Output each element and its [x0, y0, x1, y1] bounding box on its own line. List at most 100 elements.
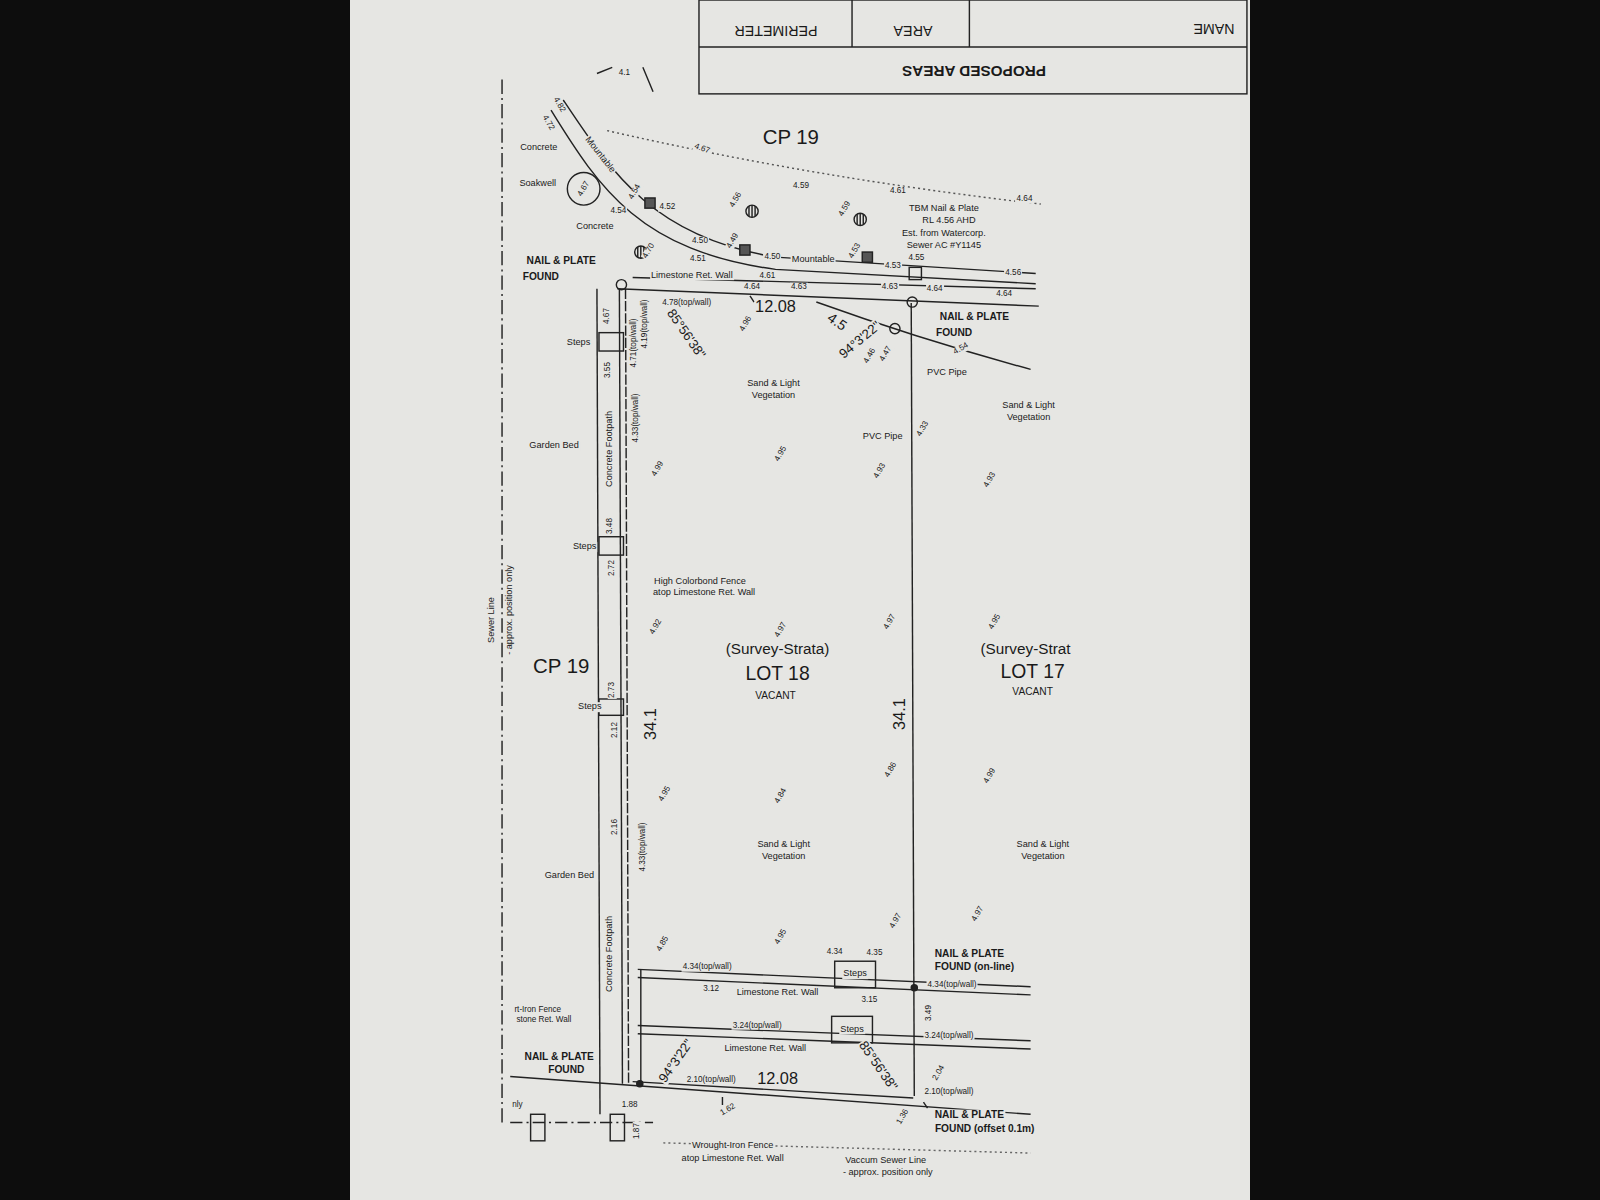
plan-label: 12.08	[754, 299, 797, 316]
plan-label: 4.64	[743, 282, 761, 291]
plan-label: 4.33(top/wall)	[639, 821, 648, 872]
plan-label: Sand & Light	[1016, 840, 1071, 850]
plan-label: 4.34	[826, 948, 844, 957]
plan-label: CP 19	[532, 657, 590, 678]
plan-label: 34.1	[642, 708, 659, 742]
plan-label: 4.64	[1016, 195, 1034, 204]
plan-label: 3.49	[924, 1004, 933, 1022]
plan-label: 4.61	[758, 271, 776, 280]
plan-label: 3.24(top/wall)	[923, 1031, 974, 1040]
plan-label: nly	[511, 1101, 523, 1110]
plan-label: 4.63	[881, 282, 899, 291]
plan-label: 4.63	[790, 282, 808, 291]
plan-label: AREA	[893, 23, 934, 38]
plan-label: FOUND	[522, 271, 560, 282]
plan-label: 3.55	[604, 361, 613, 379]
plan-label: FOUND (offset 0.1m)	[934, 1123, 1036, 1134]
plan-label: FOUND	[935, 327, 973, 338]
plan-label: 4.61	[889, 187, 907, 196]
plan-label: NAIL & PLATE	[934, 949, 1005, 960]
plan-label: (Survey-Strat	[979, 641, 1071, 657]
plan-label: 4.19(top/wall)	[641, 299, 650, 350]
plan-label: stone Ret. Wall	[515, 1016, 572, 1025]
plan-label: FOUND (on-line)	[934, 962, 1015, 973]
plan-label: 2.10(top/wall)	[686, 1075, 737, 1084]
plan-label: NAIL & PLATE	[939, 312, 1010, 323]
plan-label: 4.51	[689, 255, 707, 264]
plan-label: Vegetation	[1020, 852, 1065, 862]
plan-label: 4.78(top/wall)	[661, 299, 712, 308]
plan-label: 2.12	[611, 721, 620, 739]
plan-label: 2.73	[608, 681, 617, 699]
lot-title: LOT 18	[745, 663, 809, 683]
plan-label: 4.64	[995, 290, 1013, 299]
plan-label: Vegetation	[1006, 414, 1051, 424]
plan-label: Steps	[842, 970, 867, 980]
plan-label: High Colorbond Fence	[653, 577, 747, 587]
plan-label: 1.88	[621, 1101, 639, 1110]
plan-label: PVC Pipe	[926, 369, 968, 379]
plan-label: Wrought-Iron Fence	[691, 1141, 774, 1151]
plan-label: 4.55	[907, 254, 925, 263]
plan-label: 4.50	[691, 237, 709, 246]
plan-label: Garden Bed	[544, 871, 595, 881]
lot-title: VACANT	[755, 691, 796, 702]
lot-title: (Survey-Strata)	[726, 641, 830, 657]
plan-label: Sand & Light	[1001, 401, 1056, 411]
plan-label: Sewer Line	[487, 596, 497, 644]
plan-label: atop Limestone Ret. Wall	[652, 588, 756, 598]
plan-label: rt-Iron Fence	[513, 1006, 562, 1015]
plan-label: 4.50	[764, 253, 782, 262]
plan-label: 3.48	[606, 517, 615, 535]
plan-label: 2.16	[611, 818, 620, 836]
plan-label: NAIL & PLATE	[526, 256, 597, 267]
plan-label: Limestone Ret. Wall	[650, 271, 734, 281]
plan-label: 12.08	[756, 1070, 799, 1087]
plan-label: atop Limestone Ret. Wall	[681, 1154, 785, 1164]
plan-label: 2.10(top/wall)	[923, 1088, 974, 1097]
plan-label: 34.1	[891, 697, 908, 731]
plan-label: 4.33(top/wall)	[631, 393, 640, 444]
plan-label: TBM Nail & Plate	[908, 204, 980, 214]
plan-label: 3.12	[702, 984, 720, 993]
plan-label: 4.56	[1004, 269, 1022, 278]
plan-label: VACANT	[1011, 686, 1054, 697]
plan-label: CP 19	[762, 127, 820, 148]
plan-label: Sewer AC #Y1145	[906, 241, 982, 251]
plan-label: Vegetation	[761, 852, 806, 862]
plan-label: 4.1	[618, 69, 631, 78]
plan-label: NAIL & PLATE	[934, 1110, 1005, 1121]
plan-label: LOT 17	[1000, 661, 1066, 681]
plan-label: - approx. position only	[505, 564, 515, 656]
plan-label: Soakwell	[518, 179, 557, 189]
plan-label: 4.34(top/wall)	[927, 980, 978, 989]
plan-label: Vegetation	[751, 391, 796, 401]
plan-label: FOUND	[547, 1065, 585, 1076]
plan-label: - approx. position only	[842, 1169, 934, 1179]
plan-label: 3.24(top/wall)	[732, 1021, 783, 1030]
plan-label: Limestone Ret. Wall	[736, 988, 820, 998]
plan-label: 4.52	[658, 203, 676, 212]
plan-label: 1.87	[632, 1122, 641, 1140]
plan-label: NAME	[1193, 21, 1236, 36]
plan-label: Steps	[566, 338, 591, 348]
plan-label: RL 4.56 AHD	[921, 217, 976, 227]
plan-label: PVC Pipe	[862, 432, 904, 442]
plan-label: Mountable	[791, 255, 836, 265]
plan-label: NAIL & PLATE	[524, 1052, 595, 1063]
plan-label: Steps	[577, 702, 602, 712]
lot-parcel: (Survey-Strata) LOT 18 VACANT	[629, 306, 912, 964]
plan-label: PERIMETER	[733, 23, 818, 38]
plan-label: 4.34(top/wall)	[682, 963, 733, 972]
plan-label: 4.54	[609, 207, 627, 216]
plan-label: 2.72	[608, 559, 617, 577]
plan-label: Concrete Footpath	[605, 410, 615, 488]
plan-label: 4.67	[603, 307, 612, 325]
plan-label: Steps	[839, 1025, 864, 1035]
plan-label: 3.15	[860, 996, 878, 1005]
plan-label: 4.59	[792, 181, 810, 190]
plan-label: Steps	[572, 542, 597, 552]
plan-label: Vaccum Sewer Line	[844, 1156, 927, 1166]
